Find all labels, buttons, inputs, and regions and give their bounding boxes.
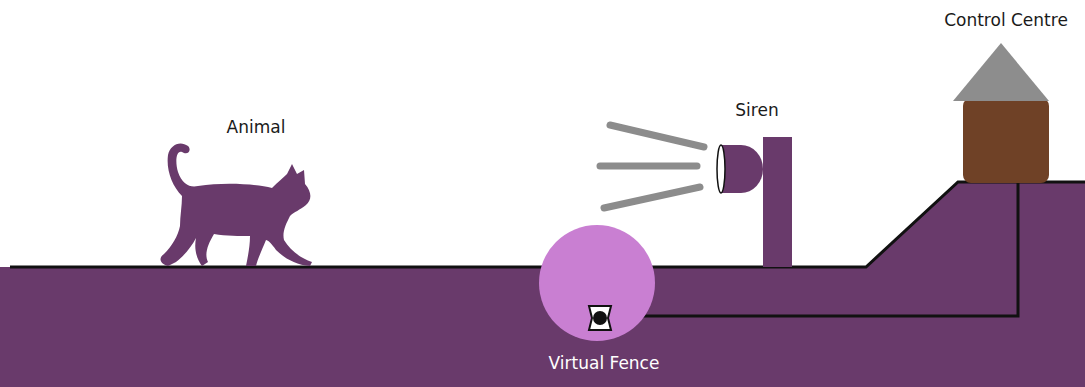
signal-wire	[640, 182, 1018, 316]
animal-label: Animal	[227, 117, 286, 137]
virtual-fence-sensor	[539, 225, 655, 341]
siren-mouth	[717, 145, 725, 193]
ground	[0, 182, 1085, 387]
sensor-icon	[589, 306, 611, 330]
siren-pole	[763, 137, 792, 267]
sound-waves	[600, 125, 704, 208]
virtual-fence-label: Virtual Fence	[549, 353, 660, 373]
control-centre-roof	[953, 43, 1049, 101]
control-centre-building	[963, 98, 1049, 183]
siren-label: Siren	[735, 100, 778, 120]
cat-silhouette	[161, 143, 312, 266]
siren-horn	[721, 145, 763, 193]
control-centre-label: Control Centre	[944, 10, 1068, 30]
